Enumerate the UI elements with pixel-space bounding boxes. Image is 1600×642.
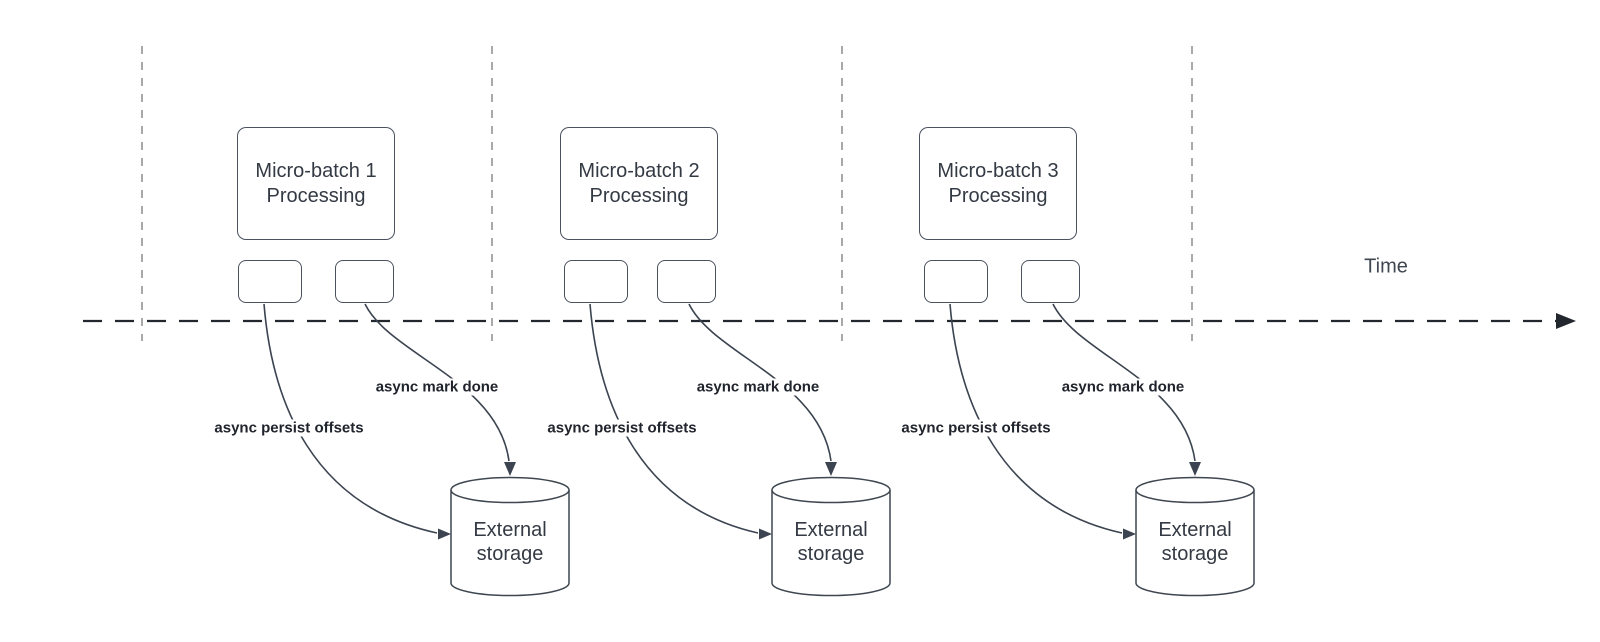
time-axis-label: Time <box>1364 255 1408 278</box>
micro-batch-3-box: Micro-batch 3 Processing <box>919 127 1077 240</box>
mark-done-arrowhead-icon-1 <box>504 462 516 476</box>
micro-batch-1-title-line2: Processing <box>266 184 366 207</box>
mark-done-arrow-2 <box>688 303 832 462</box>
persist-offsets-task-box-3 <box>924 260 988 303</box>
micro-batch-2-box: Micro-batch 2 Processing <box>560 127 718 240</box>
persist-offsets-arrow-3 <box>949 303 1123 534</box>
mark-done-arrow-3 <box>1052 303 1196 462</box>
external-storage-label-1: External storage <box>473 519 547 565</box>
external-storage-cylinder-1 <box>450 476 570 597</box>
persist-offsets-arrowhead-icon-3 <box>1123 528 1136 540</box>
mark-done-task-box-2 <box>657 260 716 303</box>
micro-batch-2-title-line1: Micro-batch 2 <box>578 159 700 182</box>
micro-batch-3-title-line2: Processing <box>948 184 1048 207</box>
persist-offsets-task-box-2 <box>564 260 628 303</box>
persist-offsets-task-box-1 <box>238 260 302 303</box>
micro-batch-3-title-line1: Micro-batch 3 <box>937 159 1059 182</box>
external-storage-cylinder-2 <box>771 476 891 597</box>
mark-done-arrowhead-icon-3 <box>1189 462 1201 476</box>
persist-offsets-arrow-label-1: async persist offsets <box>211 419 367 437</box>
time-axis-arrowhead-icon <box>1556 313 1576 329</box>
external-storage-label-2: External storage <box>794 519 868 565</box>
external-storage-label-3: External storage <box>1158 519 1232 565</box>
micro-batch-2-title-line2: Processing <box>589 184 689 207</box>
micro-batch-1-title-line1: Micro-batch 1 <box>255 159 377 182</box>
persist-offsets-arrow-1 <box>263 303 438 534</box>
micro-batch-1-box: Micro-batch 1 Processing <box>237 127 395 240</box>
persist-offsets-arrow-2 <box>589 303 759 534</box>
mark-done-task-box-3 <box>1021 260 1080 303</box>
persist-offsets-arrow-label-2: async persist offsets <box>544 419 700 437</box>
mark-done-task-box-1 <box>335 260 394 303</box>
mark-done-arrow-label-2: async mark done <box>693 378 823 396</box>
persist-offsets-arrowhead-icon-2 <box>759 528 772 540</box>
persist-offsets-arrow-label-3: async persist offsets <box>898 419 1054 437</box>
mark-done-arrow-label-3: async mark done <box>1058 378 1188 396</box>
mark-done-arrow-label-1: async mark done <box>372 378 502 396</box>
mark-done-arrow-1 <box>364 303 510 462</box>
persist-offsets-arrowhead-icon-1 <box>438 528 451 540</box>
external-storage-cylinder-3 <box>1135 476 1255 597</box>
mark-done-arrowhead-icon-2 <box>825 462 837 476</box>
